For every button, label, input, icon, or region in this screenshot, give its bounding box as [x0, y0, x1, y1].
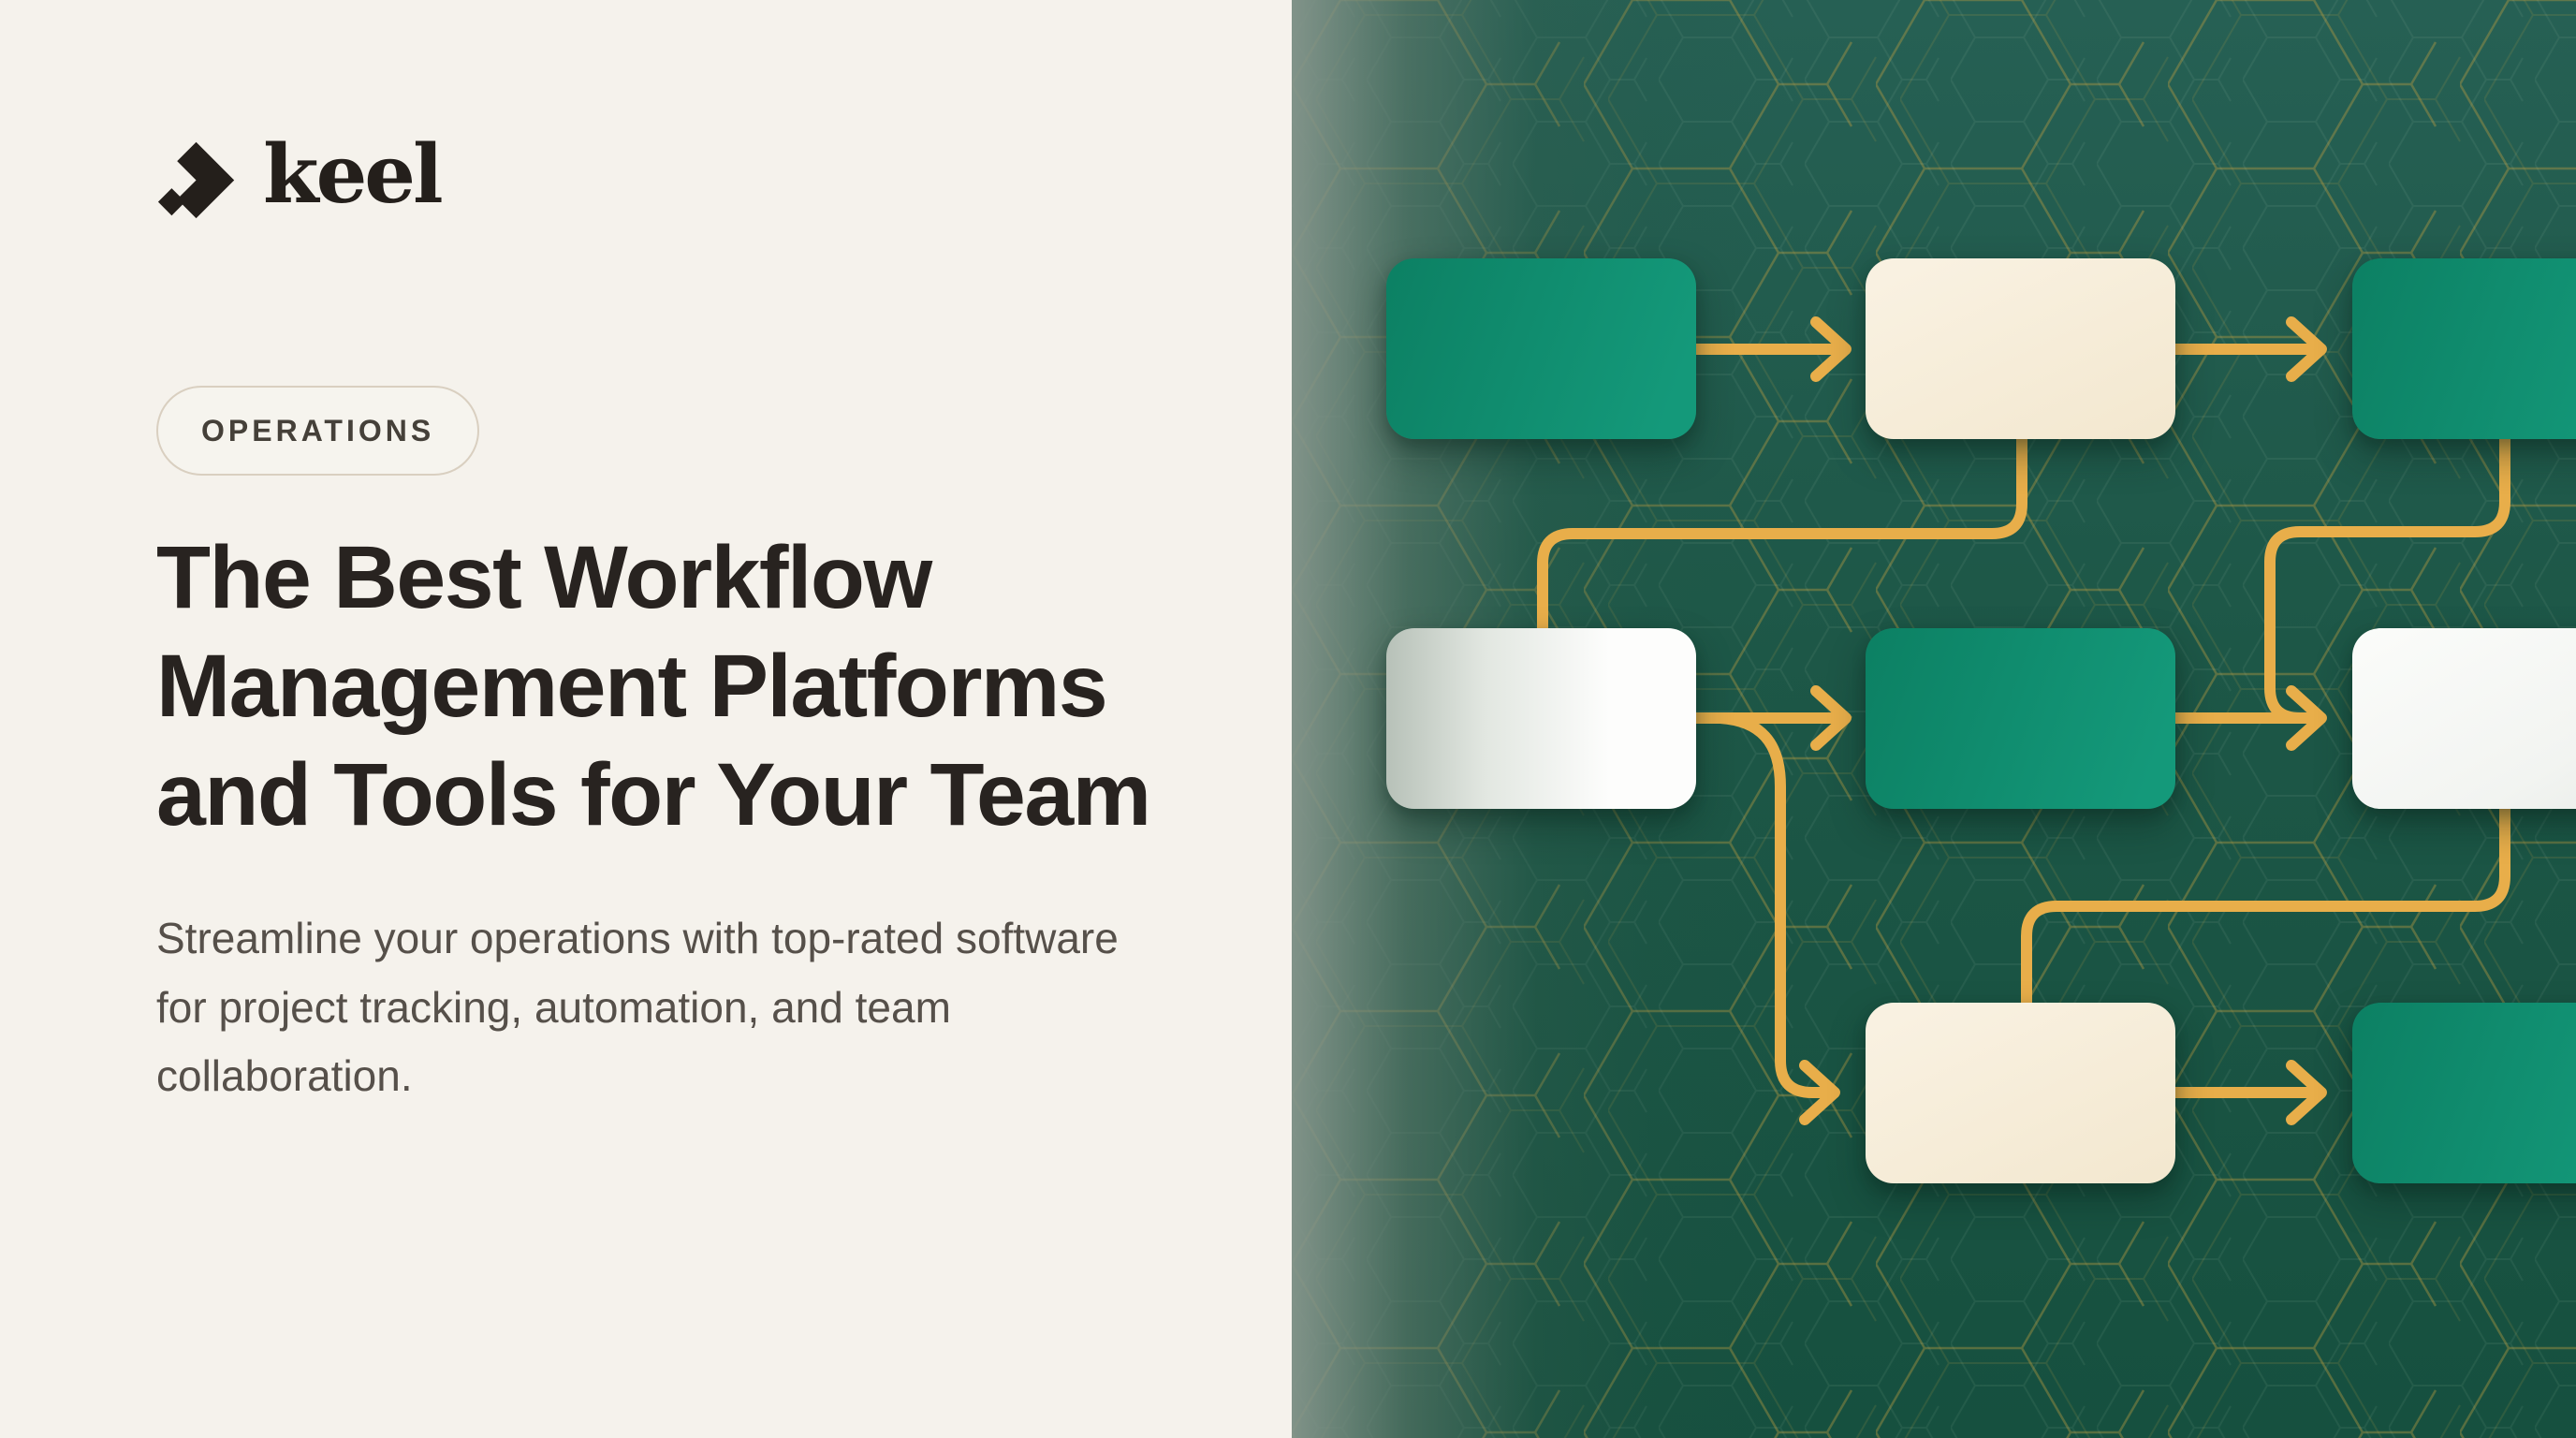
flow-node-g — [1866, 1003, 2175, 1183]
connector-d-g — [1690, 712, 1831, 1098]
arrowhead-e-f — [2286, 685, 2327, 751]
arrowhead-a-b — [1810, 316, 1852, 382]
brand-name: keel — [263, 127, 444, 222]
flow-node-d — [1386, 628, 1696, 809]
arrowhead-d-g — [1799, 1060, 1840, 1125]
flowchart-illustration-panel — [1292, 0, 2576, 1438]
flowchart-connectors — [1537, 316, 2510, 1125]
flowchart-nodes — [1292, 0, 2576, 1438]
keel-logo-icon — [157, 141, 235, 219]
text-panel: keel OPERATIONS The Best Workflow Manage… — [156, 127, 1261, 1101]
page-title-line-2: Management Platforms — [156, 636, 1108, 736]
flow-node-c — [2352, 258, 2576, 439]
category-badge: OPERATIONS — [156, 386, 480, 476]
page-title: The Best Workflow Management Platforms a… — [156, 524, 1261, 850]
page-title-line-3: and Tools for Your Team — [156, 744, 1151, 844]
flow-node-a — [1386, 258, 1696, 439]
flow-node-b — [1866, 258, 2175, 439]
category-badge-label: OPERATIONS — [201, 413, 435, 448]
flow-node-e — [1866, 628, 2175, 809]
brand-logo: keel — [156, 127, 444, 222]
arrowhead-d-e — [1810, 685, 1852, 751]
page-title-line-1: The Best Workflow — [156, 528, 932, 627]
connector-f-g — [2021, 803, 2510, 1008]
flow-node-f — [2352, 628, 2576, 809]
flow-node-h — [2352, 1003, 2576, 1183]
connector-c-f — [2264, 433, 2510, 724]
page-subtitle: Streamline your operations with top-rate… — [156, 914, 1119, 1101]
arrowhead-b-c — [2286, 316, 2327, 382]
arrowhead-g-h — [2286, 1060, 2327, 1125]
connector-b-d — [1537, 433, 2027, 634]
